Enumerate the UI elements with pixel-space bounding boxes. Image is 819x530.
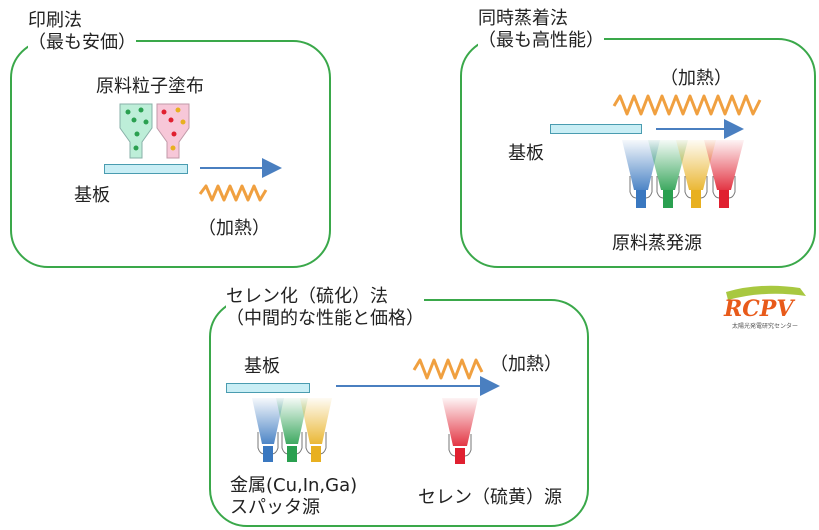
coevap-source-label: 原料蒸発源 <box>612 233 702 254</box>
printing-substrate <box>104 164 188 174</box>
printing-substrate-label: 基板 <box>74 185 110 206</box>
printing-material-label: 原料粒子塗布 <box>96 76 204 97</box>
logo-subtext: 太陽光発電研究センター <box>732 322 798 330</box>
coevap-blue-source <box>622 140 660 208</box>
coevap-yellow-source <box>676 140 716 208</box>
printing-heat-wave <box>198 184 268 202</box>
printing-title: 印刷法 （最も安価） <box>28 10 136 54</box>
coevap-heat-label: （加熱） <box>660 68 732 89</box>
coevap-substrate <box>550 124 642 134</box>
sputter-label: 金属(Cu,In,Ga) スパッタ源 <box>230 475 357 519</box>
sputter-yellow-source <box>300 398 332 462</box>
teal-particle-funnel <box>119 103 153 159</box>
printing-heat-label: （加熱） <box>198 218 270 239</box>
printing-title-line2: （最も安価） <box>28 32 136 53</box>
selen-heat-wave <box>412 358 484 380</box>
sputter-green-source <box>276 398 308 462</box>
coevap-panel <box>460 38 816 268</box>
printing-panel <box>10 40 331 268</box>
coevap-substrate-label: 基板 <box>508 143 544 164</box>
printing-title-line1: 印刷法 <box>28 10 82 31</box>
sputter-label-line2: スパッタ源 <box>230 497 320 518</box>
coevap-title-line1: 同時蒸着法 <box>478 8 568 29</box>
selen-substrate-label: 基板 <box>244 356 280 377</box>
selen-title-line2: （中間的な性能と価格） <box>226 308 424 329</box>
selen-heat-label: （加熱） <box>490 354 562 375</box>
selen-title-line1: セレン化（硫化）法 <box>226 286 388 307</box>
selenium-source <box>442 398 478 464</box>
selen-source-label: セレン（硫黄）源 <box>418 487 562 508</box>
coevap-heat-wave <box>612 94 762 116</box>
coevap-green-source <box>648 140 688 208</box>
selen-title: セレン化（硫化）法 （中間的な性能と価格） <box>226 286 424 330</box>
logo-text: RCPV <box>723 296 795 322</box>
coevap-title: 同時蒸着法 （最も高性能） <box>478 8 604 52</box>
pink-particle-funnel <box>156 103 190 159</box>
rcpv-logo: RCPV 太陽光発電研究センター <box>723 285 806 330</box>
selen-substrate <box>226 383 310 393</box>
coevap-red-source <box>704 140 744 208</box>
sputter-blue-source <box>252 398 284 462</box>
coevap-title-line2: （最も高性能） <box>478 30 604 51</box>
sputter-label-line1: 金属(Cu,In,Ga) <box>230 475 358 496</box>
